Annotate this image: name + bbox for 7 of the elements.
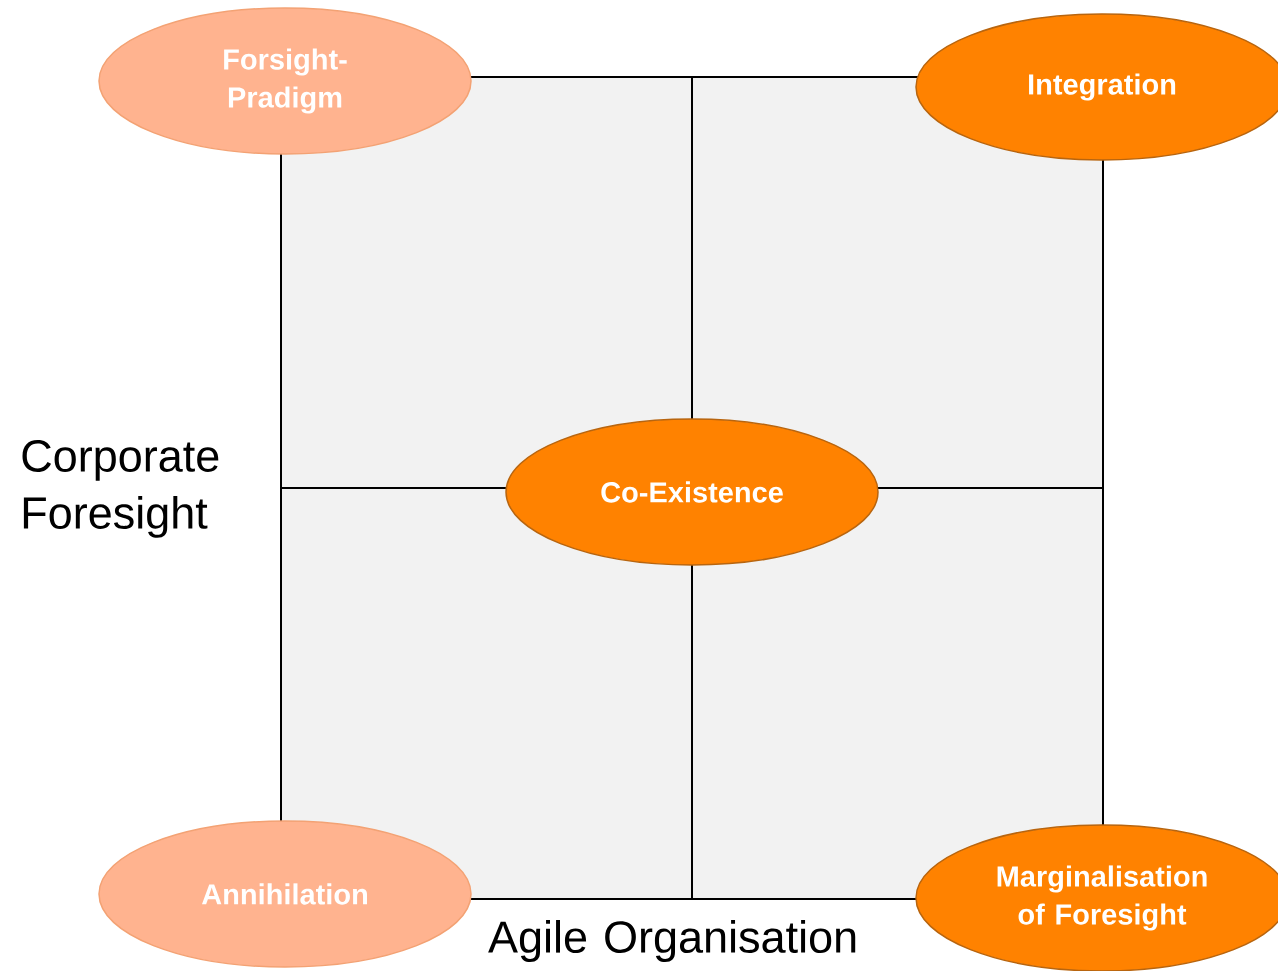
axis-label: Corporate Foresight [22, 440, 219, 538]
ellipse-node: Integration [915, 13, 1278, 161]
ellipse-node: Forsight- Pradigm [98, 7, 472, 155]
ellipse-node: Annihilation [98, 820, 472, 968]
ellipse-node: Marginalisation of Foresight [915, 824, 1278, 971]
ellipse-node: Co-Existence [505, 418, 879, 566]
axis-label: Agile Organisation [488, 920, 856, 962]
